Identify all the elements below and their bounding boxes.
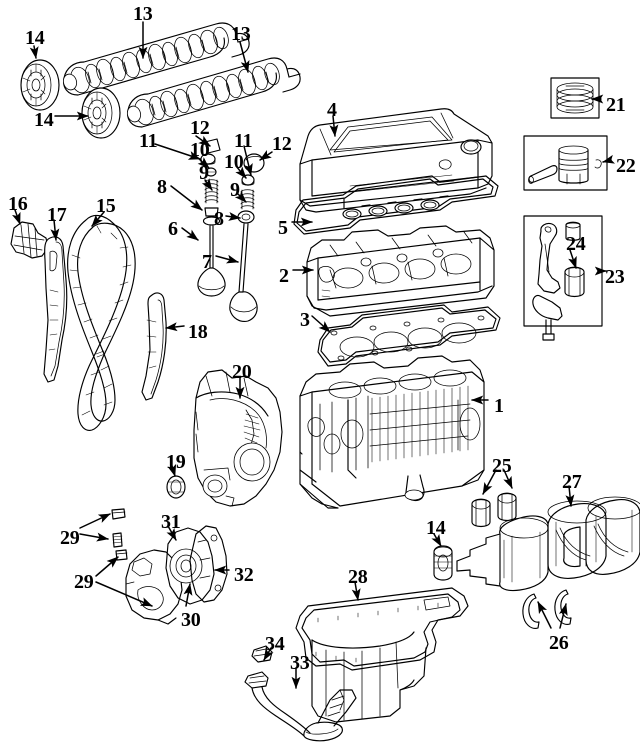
camshaft-intake-drawing xyxy=(62,22,250,96)
callout-32-oil-pump-cover: 32 xyxy=(234,564,254,586)
piston-ring-box xyxy=(550,77,600,119)
oil-pump-rotor-drawing xyxy=(165,527,215,605)
crankshaft-timing-gear-drawing xyxy=(433,545,453,581)
callout-25-main-bearing: 25 xyxy=(492,455,512,477)
callout-12-lifter-shim-intake: 12 xyxy=(190,117,210,139)
engine-block-drawing xyxy=(299,355,485,509)
callout-23-connecting-rod: 23 xyxy=(605,266,625,288)
cylinder-head-drawing xyxy=(306,225,495,317)
callout-14-cam-gear-upper: 14 xyxy=(25,27,45,49)
callout-20-timing-cover: 20 xyxy=(232,361,252,383)
callout-11-lifter-exhaust: 11 xyxy=(234,130,253,152)
head-gasket-drawing xyxy=(317,304,501,367)
camshaft-exhaust-drawing xyxy=(126,57,301,128)
oil-pump-cover-drawing xyxy=(189,525,228,603)
callout-14-cam-gear-lower: 14 xyxy=(34,109,54,131)
callout-19-front-oil-seal: 19 xyxy=(166,451,186,473)
callout-13-camshaft-exhaust: 13 xyxy=(231,23,251,45)
callout-28-oil-pan: 28 xyxy=(348,566,368,588)
chain-tensioner-drawing xyxy=(10,221,49,259)
callout-14-crank-gear: 14 xyxy=(426,517,446,539)
callout-22-piston: 22 xyxy=(616,155,636,177)
callout-18-chain-guide: 18 xyxy=(188,321,208,343)
callout-10-retainer-lock-exhaust: 10 xyxy=(224,151,244,173)
callout-33-oil-pickup: 33 xyxy=(290,652,310,674)
callout-34-strainer-gasket: 34 xyxy=(265,633,285,655)
leader-lines xyxy=(11,21,616,689)
callout-9-spring-exhaust: 9 xyxy=(230,179,240,201)
callout-16-chain-tensioner: 16 xyxy=(8,193,28,215)
callout-12-lifter-shim-exhaust: 12 xyxy=(272,133,292,155)
crankshaft-drawing xyxy=(456,496,640,592)
oil-pan-drawing xyxy=(295,587,469,723)
valve-cover-gasket-drawing xyxy=(293,175,499,235)
callout-8-oil-seal-intake: 8 xyxy=(157,176,167,198)
callout-26-thrust-washer: 26 xyxy=(549,632,569,654)
oil-pump-plug-drawing xyxy=(111,508,128,561)
callout-27-crankshaft: 27 xyxy=(562,471,582,493)
callout-6-intake-valve: 6 xyxy=(168,218,178,240)
connecting-rod-box xyxy=(523,215,603,341)
callout-29-oil-pump-plug-b: 29 xyxy=(74,571,94,593)
callout-13-camshaft-intake: 13 xyxy=(133,3,153,25)
callout-11-lifter-intake: 11 xyxy=(139,130,158,152)
crankshaft-thrust-washer-drawing xyxy=(522,589,572,629)
camshaft-timing-gear-lower xyxy=(81,87,121,139)
callout-9-spring-intake: 9 xyxy=(199,162,209,184)
callout-10-retainer-lock-intake: 10 xyxy=(190,139,210,161)
callout-15-timing-chain: 15 xyxy=(96,195,116,217)
camshaft-timing-gear-upper xyxy=(20,59,60,111)
timing-chain-cover-drawing xyxy=(193,369,283,507)
timing-chain-drawing xyxy=(67,214,136,431)
chain-vibration-damper-drawing xyxy=(43,236,68,383)
callout-3-head-gasket: 3 xyxy=(300,309,310,331)
callout-29-oil-pump-plug-a: 29 xyxy=(60,527,80,549)
callout-2-cylinder-head: 2 xyxy=(279,265,289,287)
callout-24-rod-bearing: 24 xyxy=(566,233,586,255)
callout-7-exhaust-valve: 7 xyxy=(202,251,212,273)
chain-guide-drawing xyxy=(141,292,167,401)
callout-5-valve-cover-gasket: 5 xyxy=(278,217,288,239)
piston-box xyxy=(523,135,608,191)
callout-4-valve-cover: 4 xyxy=(327,99,337,121)
callout-1-engine-block: 1 xyxy=(494,395,504,417)
callout-8-oil-seal-exhaust: 8 xyxy=(214,208,224,230)
callout-21-piston-rings: 21 xyxy=(606,94,626,116)
callout-30-oil-pump-housing: 30 xyxy=(181,609,201,631)
callout-31-oil-pump-rotor: 31 xyxy=(161,511,181,533)
crankshaft-main-bearing-drawing xyxy=(471,492,517,528)
crankshaft-front-oil-seal-drawing xyxy=(166,475,186,499)
callout-17-chain-damper: 17 xyxy=(47,204,67,226)
